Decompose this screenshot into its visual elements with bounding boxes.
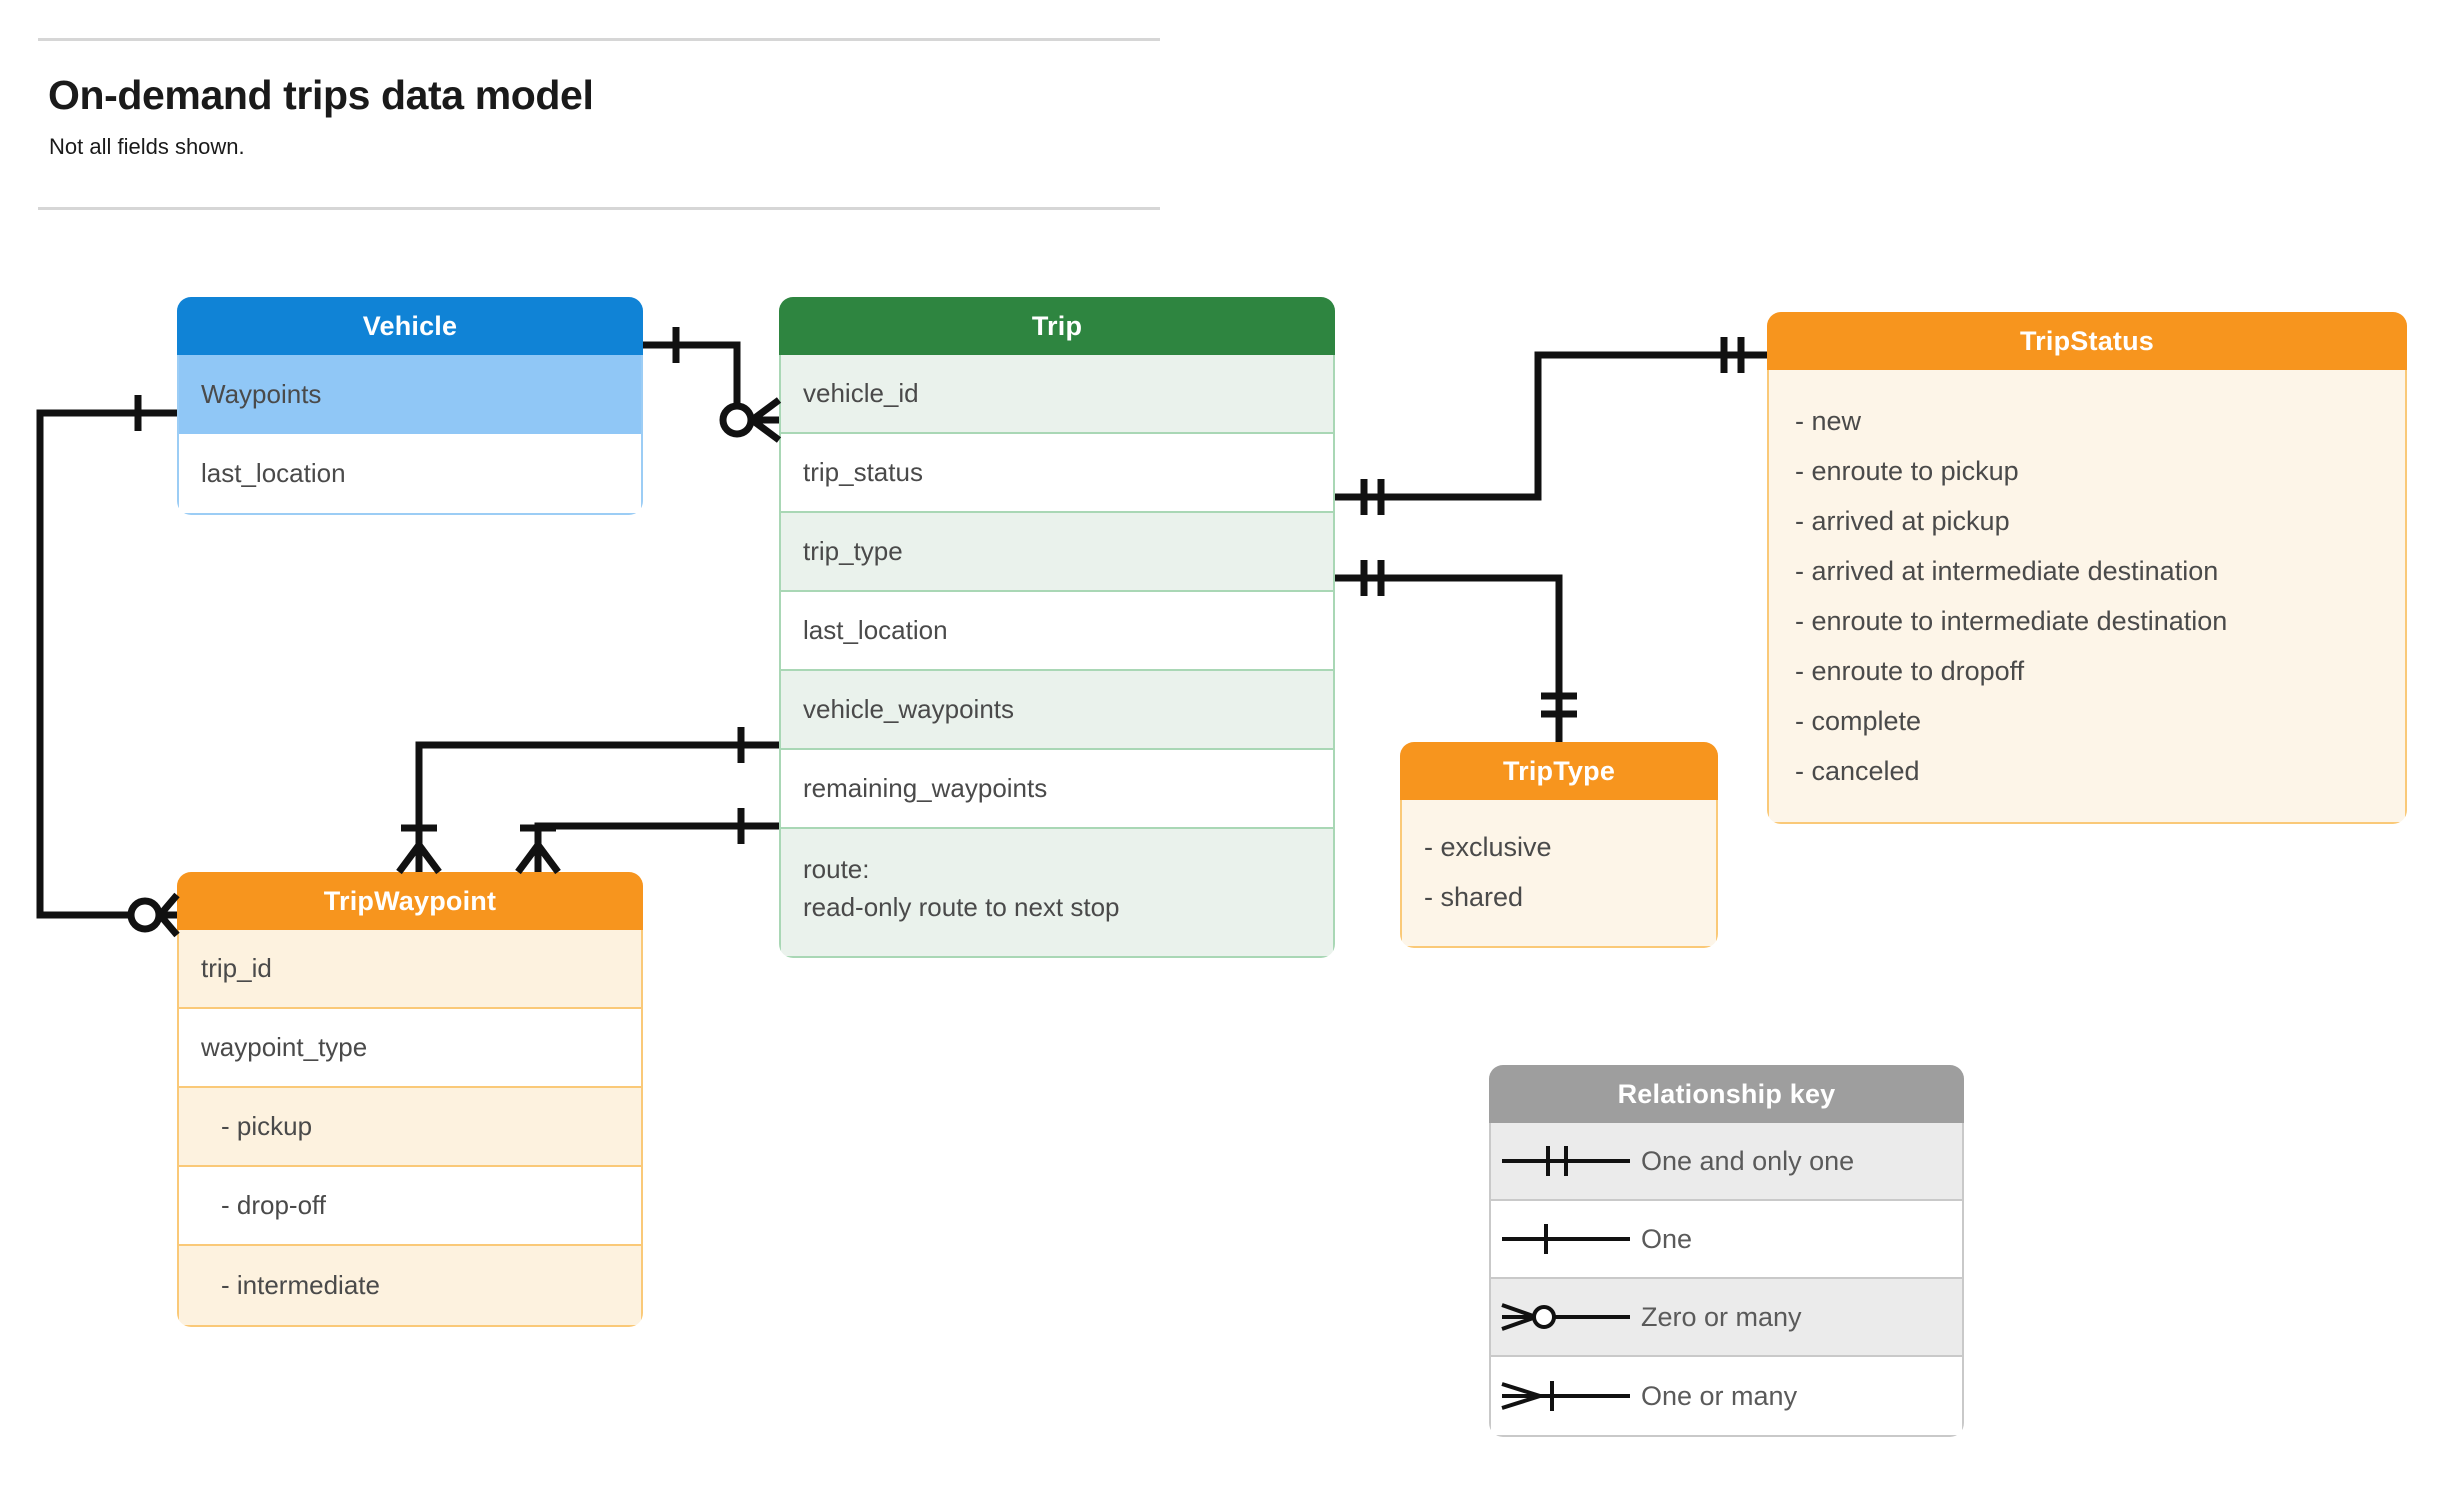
field-tripwaypoint-waypoint-type[interactable]: waypoint_type [179,1009,641,1088]
field-vehicle-waypoints[interactable]: Waypoints [179,355,641,434]
entity-trip[interactable]: Trip vehicle_id trip_status trip_type la… [779,297,1335,959]
entity-triptype-values: - exclusive - shared [1400,800,1718,948]
connector-vehicle-to-trip [643,341,741,420]
connector-trip-type-to-triptype [1335,574,1563,742]
crowsfoot-trip-vehicle-id-b [749,417,782,443]
connector-vehicle-waypoints-to-tw [415,741,779,872]
legend-row-one-and-only-one: One and only one [1491,1123,1962,1201]
entity-tripwaypoint-title: TripWaypoint [177,872,643,930]
zero-circle-trip-vehicle-id [719,402,755,438]
legend-row-zero-or-many: Zero or many [1491,1279,1962,1357]
connector-vehicle-waypoints-to-tripwaypoint [36,409,177,919]
connector-trip-status-to-tripstatus [1335,351,1767,501]
value-tripstatus-enroute-pickup: - enroute to pickup [1795,456,2019,486]
field-trip-vehicle-waypoints[interactable]: vehicle_waypoints [781,671,1333,750]
entity-tripstatus-title: TripStatus [1767,312,2407,370]
field-vehicle-last-location[interactable]: last_location [179,434,641,513]
crowsfoot-tw-top-left-b [416,842,442,875]
header-divider-top [38,38,1160,41]
zero-or-many-icon [1491,1297,1641,1337]
value-tripstatus-arrived-pickup: - arrived at pickup [1795,506,2010,536]
value-tripstatus-arrived-intermediate: - arrived at intermediate destination [1795,556,2219,586]
entity-tripstatus[interactable]: TripStatus - new - enroute to pickup - a… [1767,312,2407,824]
crowsfoot-tw-top-right-b [535,842,561,875]
entity-triptype-title: TripType [1400,742,1718,800]
field-trip-last-location[interactable]: last_location [781,592,1333,671]
field-trip-remaining-waypoints[interactable]: remaining_waypoints [781,750,1333,829]
field-trip-route-line1: route: [803,854,870,884]
connector-remaining-waypoints-to-tw [534,822,779,872]
relationship-key-rows: One and only one One Zero [1489,1123,1964,1437]
legend-label-one-and-only-one: One and only one [1641,1145,1855,1176]
value-tripwaypoint-intermediate: - intermediate [179,1246,641,1325]
entity-trip-title: Trip [779,297,1335,355]
value-tripstatus-complete: - complete [1795,706,1922,736]
header-divider-bottom [38,207,1160,210]
value-triptype-exclusive: - exclusive [1424,832,1552,862]
value-triptype-shared: - shared [1424,882,1524,912]
legend-label-one-or-many: One or many [1641,1380,1798,1411]
entity-trip-fields: vehicle_id trip_status trip_type last_lo… [779,355,1335,959]
field-trip-trip-type[interactable]: trip_type [781,513,1333,592]
crowsfoot-tw-top-right-a [515,842,541,875]
entity-vehicle[interactable]: Vehicle Waypoints last_location [177,297,643,515]
field-trip-route-line2: read-only route to next stop [803,891,1120,922]
field-trip-route[interactable]: route: read-only route to next stop [781,829,1333,957]
entity-vehicle-fields: Waypoints last_location [177,355,643,515]
zero-circle-tripwaypoint [127,897,163,933]
entity-tripwaypoint-fields: trip_id waypoint_type - pickup - drop-of… [177,930,643,1327]
page-title: On-demand trips data model [48,72,594,118]
crowsfoot-tripwaypoint-a [157,892,180,918]
legend-row-one-or-many: One or many [1491,1357,1962,1435]
entity-tripwaypoint[interactable]: TripWaypoint trip_id waypoint_type - pic… [177,872,643,1327]
field-tripwaypoint-trip-id[interactable]: trip_id [179,930,641,1009]
relationship-key-legend: Relationship key One and only one One [1489,1065,1964,1437]
one-or-many-icon [1491,1376,1641,1416]
one-and-only-one-icon [1491,1141,1641,1181]
crowsfoot-trip-vehicle-id-a [749,397,782,423]
legend-label-zero-or-many: Zero or many [1641,1301,1802,1332]
one-icon [1491,1219,1641,1259]
value-tripwaypoint-pickup: - pickup [179,1088,641,1167]
legend-label-one: One [1641,1223,1693,1254]
value-tripstatus-canceled: - canceled [1795,756,1920,786]
value-tripstatus-enroute-dropoff: - enroute to dropoff [1795,656,2025,686]
crowsfoot-tw-top-left-a [396,842,422,875]
entity-vehicle-title: Vehicle [177,297,643,355]
page-subtitle: Not all fields shown. [49,134,245,159]
value-tripwaypoint-dropoff: - drop-off [179,1167,641,1246]
crowsfoot-tripwaypoint-b [157,912,180,938]
value-tripstatus-new: - new [1795,406,1862,436]
entity-tripstatus-values: - new - enroute to pickup - arrived at p… [1767,370,2407,824]
field-trip-vehicle-id[interactable]: vehicle_id [781,355,1333,434]
entity-triptype[interactable]: TripType - exclusive - shared [1400,742,1718,948]
field-trip-trip-status[interactable]: trip_status [781,434,1333,513]
value-tripstatus-enroute-intermediate: - enroute to intermediate destination [1795,606,2228,636]
relationship-key-title: Relationship key [1489,1065,1964,1123]
legend-row-one: One [1491,1201,1962,1279]
